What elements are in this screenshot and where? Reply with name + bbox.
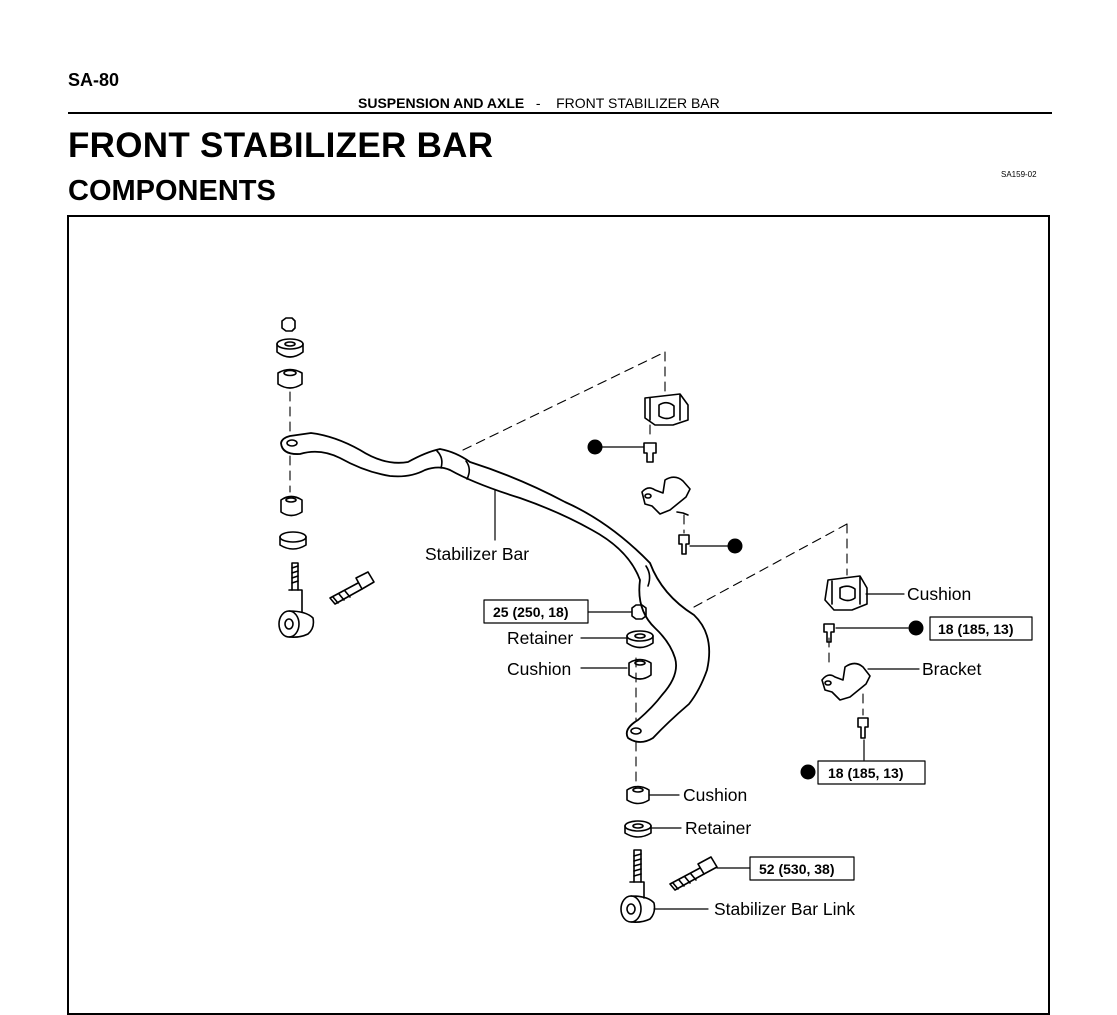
page-number: SA-80 (68, 70, 120, 90)
precoated-marker-upper-bolt (587, 439, 603, 455)
precoated-marker-right-upper-bolt (908, 620, 924, 636)
torque-bracket-bolt-upper: 18 (185, 13) (938, 621, 1014, 637)
label-stabilizer-bar-link: Stabilizer Bar Link (714, 899, 855, 919)
precoated-part-markers (587, 439, 924, 780)
figure-code: SA159-02 (1001, 170, 1037, 179)
precoated-marker-right-lower-bolt (800, 764, 816, 780)
precoated-marker-upper-lower-bolt (727, 538, 743, 554)
label-retainer-left: Retainer (507, 628, 573, 648)
leader-lines (494, 446, 920, 910)
label-stabilizer-bar: Stabilizer Bar (425, 544, 529, 564)
torque-link-bolt: 52 (530, 38) (759, 861, 835, 877)
right-link-stack-drawing (620, 604, 718, 923)
header-rule (68, 112, 1052, 114)
upper-bracket-assembly-drawing (641, 393, 691, 555)
stabilizer-bar-drawing (280, 432, 711, 743)
right-bracket-assembly-drawing (821, 575, 871, 739)
dashed-alignment-lines (289, 351, 864, 784)
label-cushion-bracket: Cushion (907, 584, 971, 604)
label-cushion-lower: Cushion (683, 785, 747, 805)
page-title: FRONT STABILIZER BAR (68, 126, 494, 165)
torque-link-nut: 25 (250, 18) (493, 604, 569, 620)
label-retainer-lower: Retainer (685, 818, 751, 838)
section-subtitle: COMPONENTS (68, 175, 276, 207)
torque-bracket-bolt-lower: 18 (185, 13) (828, 765, 904, 781)
header-section: SUSPENSION AND AXLE (358, 95, 525, 111)
header-topic: FRONT STABILIZER BAR (556, 95, 720, 111)
part-labels: Stabilizer Bar Retainer Cushion Cushion … (425, 544, 1014, 919)
torque-boxes (483, 599, 1033, 881)
running-header: SUSPENSION AND AXLE - FRONT STABILIZER B… (358, 95, 720, 111)
header-separator: - (535, 95, 541, 111)
label-cushion-left: Cushion (507, 659, 571, 679)
label-bracket: Bracket (922, 659, 981, 679)
left-link-stack-drawing (276, 317, 375, 638)
